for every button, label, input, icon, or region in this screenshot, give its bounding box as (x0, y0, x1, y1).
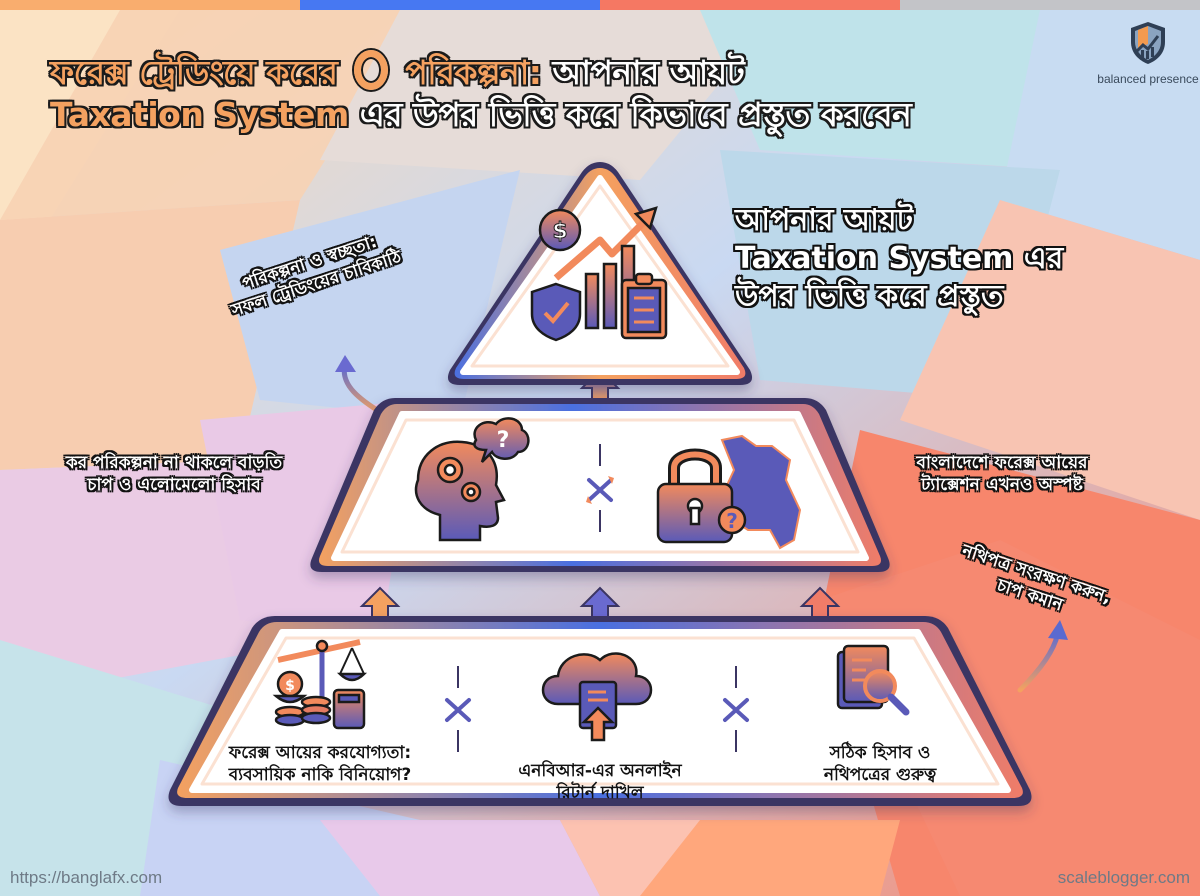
title-part-4: Taxation System (50, 95, 349, 134)
annotation-middle-right: বাংলাদেশে ফরেক্স আয়ের ট্যাক্সেশন এখনও অ… (872, 452, 1132, 496)
svg-text:$: $ (285, 678, 295, 694)
apex-label-line3: উপর ভিত্তি করে প্রস্তুত (735, 279, 1004, 314)
bottom-item-3-line2: নথিপত্রের গুরুত্ব (823, 765, 937, 785)
annotation-middle-right-line2: ট্যাক্সেশন এখনও অস্পষ্ট (921, 475, 1083, 495)
bottom-item-1-label: ফরেক্স আয়ের করযোগ্যতা: ব্যবসায়িক নাকি … (200, 742, 440, 786)
curved-arrow-bottom-right (1017, 629, 1061, 693)
apex-icon-group: $ (530, 206, 668, 342)
bottom-item-3-line1: সঠিক হিসাব ও (829, 743, 931, 763)
apex-label-line2: Taxation System এর (735, 241, 1064, 276)
annotation-middle-left-line1: কর পরিকল্পনা না থাকলে বাড়তি (65, 453, 283, 473)
title-part-5: এর উপর ভিত্তি করে কিভাবে প্রস্তুত করবেন (359, 95, 912, 134)
shield-check-icon (530, 282, 582, 342)
apex-label: আপনার আয়ট Taxation System এর উপর ভিত্তি… (735, 202, 1063, 316)
annotation-middle-right-line1: বাংলাদেশে ফরেক্স আয়ের (916, 453, 1088, 473)
crossed-arrows-icon (723, 666, 749, 752)
bar-chart-icon (584, 272, 600, 330)
bottom-item-3-label: সঠিক হিসাব ও নথিপত্রের গুরুত্ব (760, 742, 1000, 786)
apex-tier (447, 162, 753, 385)
bottom-item-2-line1: এনবিআর-এর অনলাইন (518, 761, 682, 781)
footer-left-link[interactable]: https://banglafx.com (10, 868, 163, 887)
scale-coins-calculator-icon: $ (272, 639, 368, 730)
svg-text:$: $ (552, 219, 567, 244)
apex-label-line1: আপনার আয়ট (735, 203, 913, 238)
crossed-arrows-icon (445, 666, 471, 752)
annotation-middle-left: কর পরিকল্পনা না থাকলে বাড়তি চাপ ও এলোমে… (44, 452, 304, 496)
head-gears-question-icon: ? (414, 417, 530, 542)
bottom-item-1-line2: ব্যবসায়িক নাকি বিনিয়োগ? (228, 765, 412, 785)
logo-text: balanced presence (1097, 72, 1199, 86)
top-color-bar (0, 0, 1200, 10)
documents-magnifier-icon (836, 644, 910, 716)
bottom-item-2-label: এনবিআর-এর অনলাইন রিটার্ন দাখিল (480, 760, 720, 804)
crossed-arrows-icon (586, 444, 614, 532)
footer-right-link[interactable]: scaleblogger.com (1057, 868, 1190, 887)
bottom-item-1-line1: ফরেক্স আয়ের করযোগ্যতা: (228, 743, 412, 763)
trend-arrow-icon (553, 215, 651, 281)
brand-logo: balanced presence (1096, 20, 1200, 86)
svg-text:?: ? (497, 428, 510, 453)
cloud-upload-document-icon (541, 652, 653, 742)
svg-text:?: ? (726, 509, 738, 533)
lock-question-bangladesh-map-icon: ? (656, 434, 802, 550)
ring-icon (354, 50, 389, 90)
title-part-2: পরিকল্পনা: (405, 53, 542, 92)
shield-chart-icon (1131, 22, 1165, 64)
title-part-1: ফরেক্স ট্রেডিংয়ে করের (50, 53, 338, 92)
page-title: ফরেক্স ট্রেডিংয়ে করের পরিকল্পনা: আপনার … (50, 50, 912, 136)
dollar-coin-icon (538, 208, 582, 252)
title-part-3: আপনার আয়ট (552, 53, 745, 92)
bottom-item-2-line2: রিটার্ন দাখিল (556, 783, 644, 803)
annotation-middle-left-line2: চাপ ও এলোমেলো হিসাব (87, 475, 261, 495)
middle-tier (310, 398, 890, 572)
